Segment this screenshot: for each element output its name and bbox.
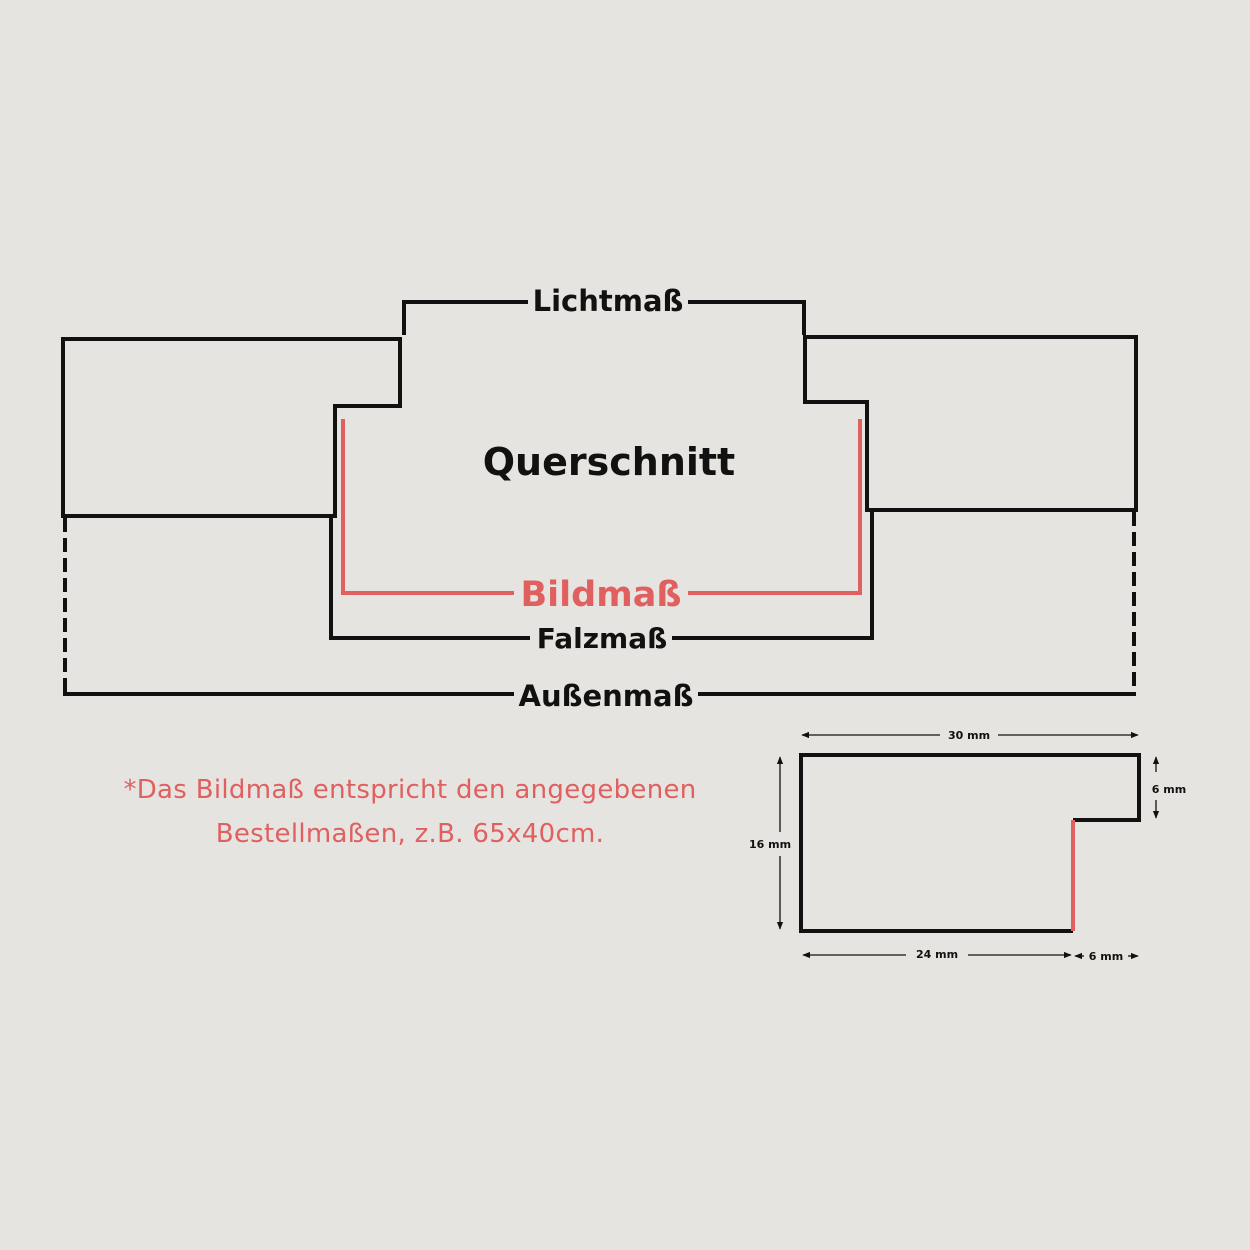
height-left-label: 16 mm: [749, 838, 791, 851]
lichtmass-label: Lichtmaß: [533, 284, 684, 318]
bildmass-note: *Das Bildmaß entspricht den angegebenen …: [60, 768, 760, 856]
left-frame-profile: [61, 337, 402, 518]
rebate-width-label: 6 mm: [1089, 950, 1123, 963]
note-line-2: Bestellmaßen, z.B. 65x40cm.: [215, 819, 605, 849]
width-bottom-label: 24 mm: [916, 948, 958, 961]
rebate-depth-label: 6 mm: [1152, 783, 1186, 796]
profile-outline: [799, 753, 1141, 933]
bildmass-label: Bildmaß: [521, 575, 682, 615]
aussenmass-label: Außenmaß: [519, 679, 694, 713]
width-top-label: 30 mm: [948, 729, 990, 742]
falzmass-line: [329, 510, 874, 640]
lichtmass-line: [402, 300, 806, 335]
bildmass-line: [341, 419, 862, 595]
querschnitt-label: Querschnitt: [483, 440, 735, 484]
right-frame-profile: [803, 335, 1138, 512]
note-line-1: *Das Bildmaß entspricht den angegebenen: [123, 775, 697, 805]
falzmass-label: Falzmaß: [537, 622, 667, 655]
